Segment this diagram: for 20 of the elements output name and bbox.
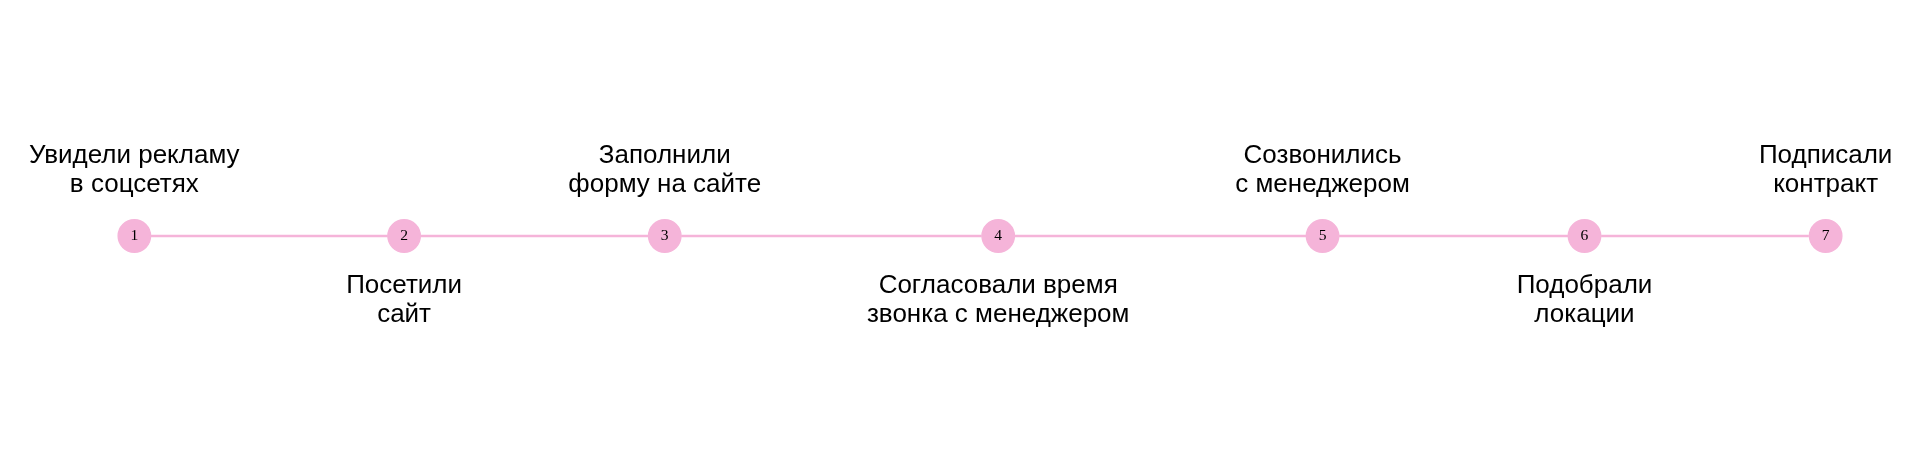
connector	[150, 234, 388, 237]
node-label: Созвонились с менеджером	[1234, 138, 1410, 198]
node-label: Посетили сайт	[345, 268, 462, 328]
node-label: Подписали контракт	[1758, 138, 1892, 198]
node-circle: 5	[1305, 218, 1339, 253]
node-label: Увидели рекламу в соцсетях	[28, 138, 240, 198]
node-label: Подобрали локации	[1516, 268, 1652, 328]
node-label: Согласовали время звонка с менеджером	[866, 268, 1129, 328]
node-label: Заполнили форму на сайте	[567, 138, 761, 198]
connector	[1600, 234, 1809, 237]
connector	[1014, 234, 1306, 237]
node-circle: 4	[980, 218, 1015, 253]
node-circle: 2	[386, 218, 421, 253]
connector	[419, 234, 648, 237]
node-circle: 6	[1567, 218, 1601, 253]
connector	[680, 234, 982, 237]
node-circle: 3	[647, 218, 682, 253]
node-circle: 1	[116, 218, 151, 253]
connector	[1338, 234, 1568, 237]
node-circle: 7	[1808, 218, 1843, 253]
